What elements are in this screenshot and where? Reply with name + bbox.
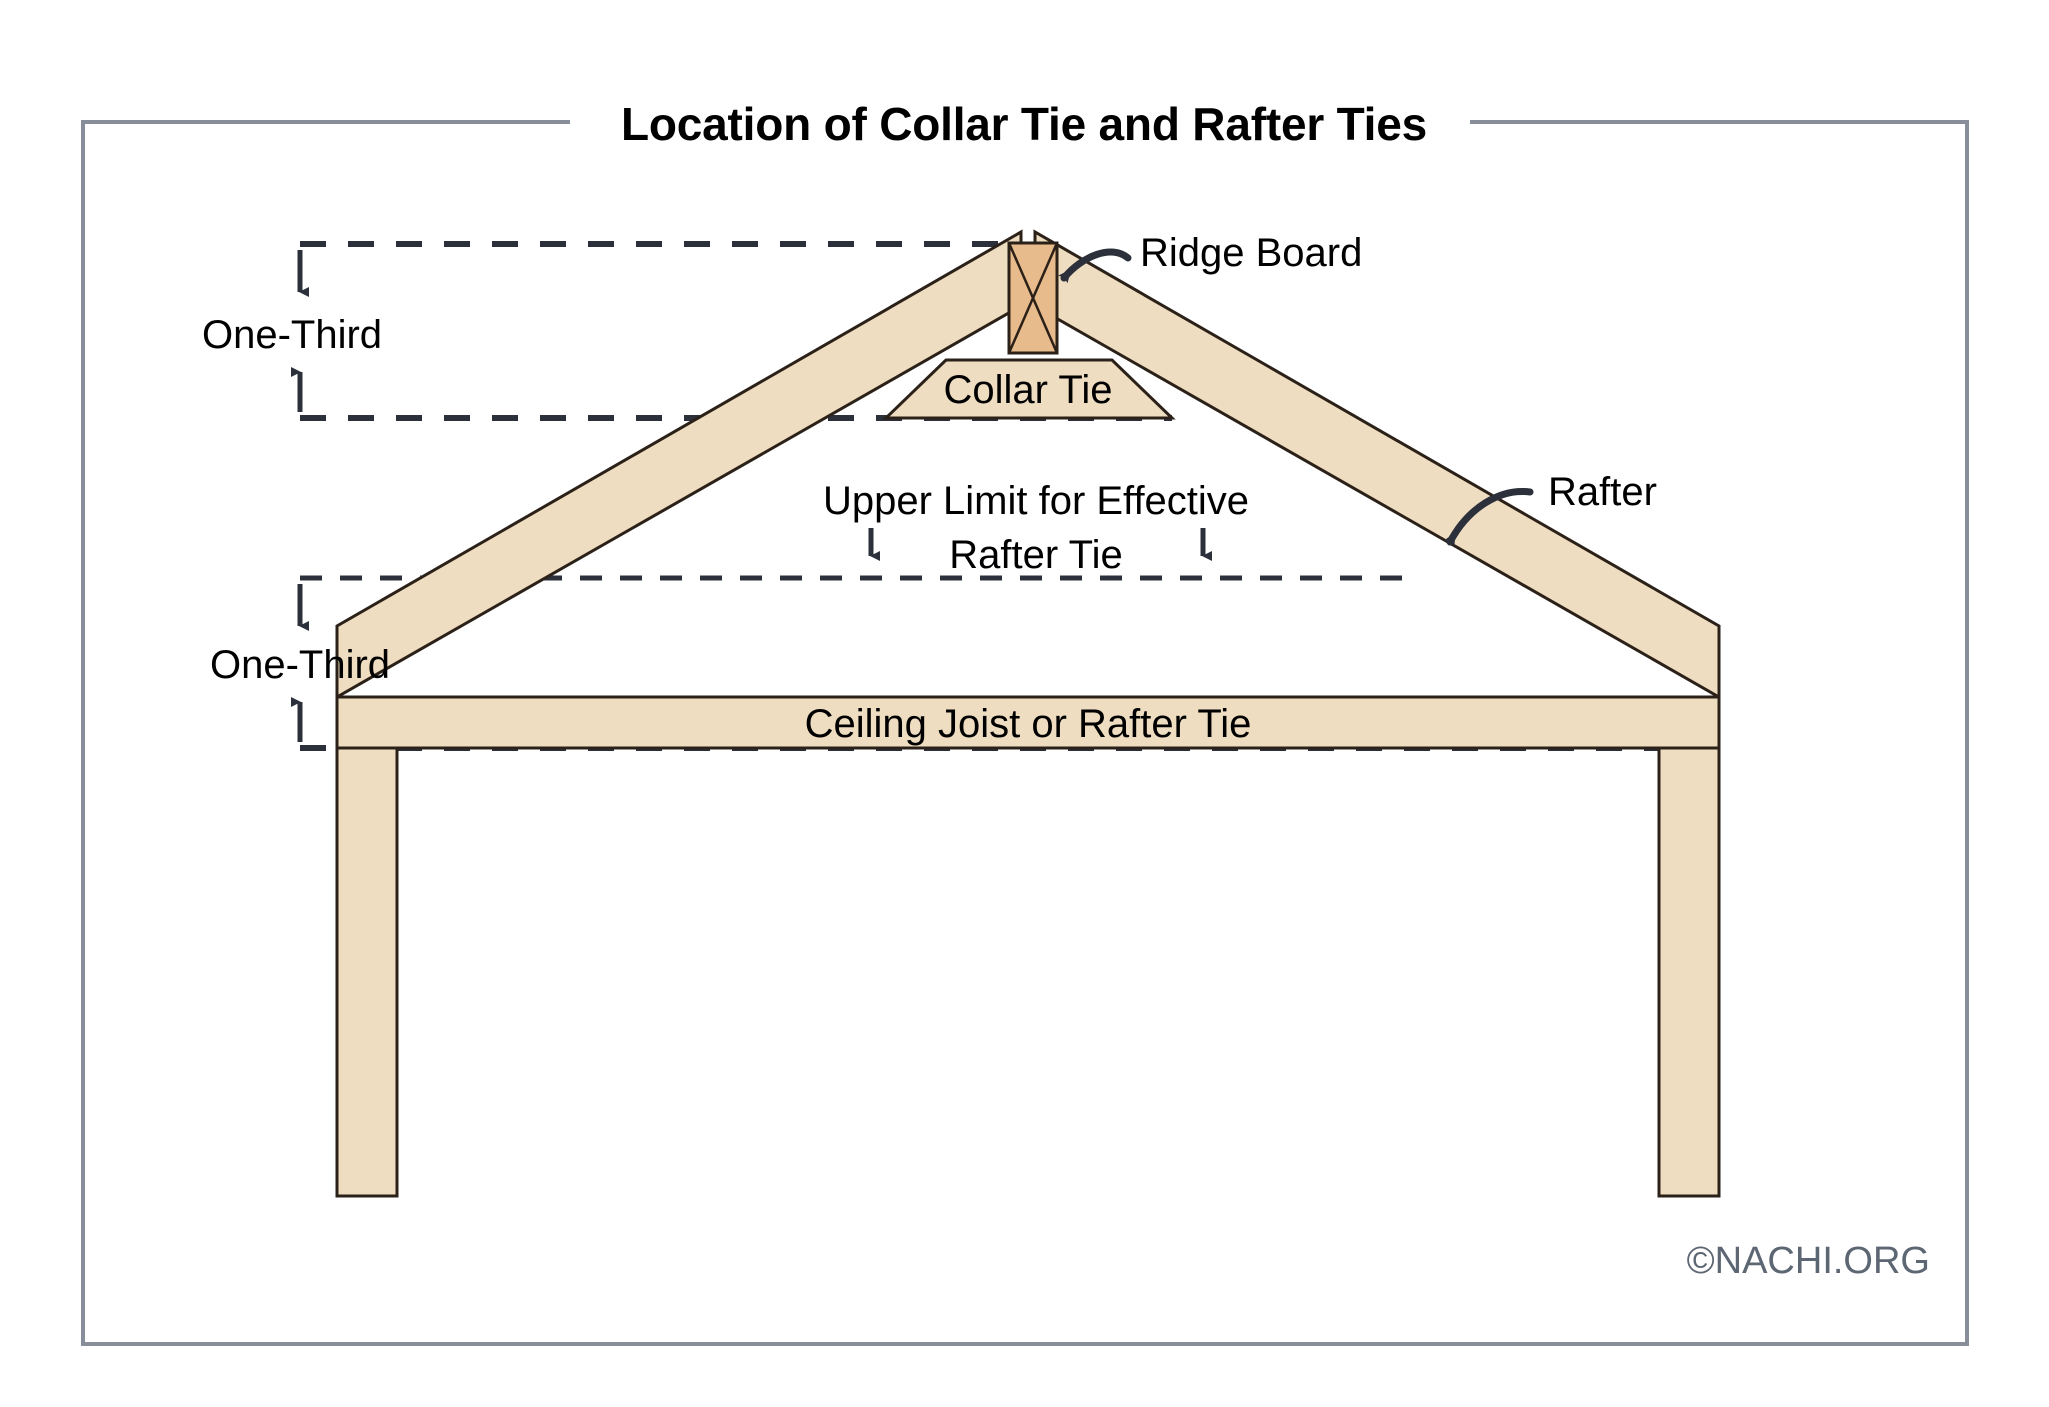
one-third-lower-label: One-Third bbox=[210, 643, 390, 687]
right-wall-post bbox=[1657, 746, 1721, 1198]
nachi-credit: ©NACHI.ORG bbox=[1687, 1240, 1930, 1282]
rafter-tie-limit-arrows bbox=[868, 528, 1212, 561]
rafter-leader-arrow bbox=[1443, 488, 1534, 547]
left-rafter bbox=[335, 229, 1023, 700]
ridge-board-member bbox=[1007, 241, 1059, 355]
upper-limit-label-line2: Rafter Tie bbox=[949, 533, 1122, 577]
collar-tie-label: Collar Tie bbox=[944, 368, 1113, 412]
right-rafter bbox=[1033, 229, 1721, 700]
figure-title: Location of Collar Tie and Rafter Ties bbox=[621, 98, 1427, 150]
ceiling-joist-label: Ceiling Joist or Rafter Tie bbox=[805, 702, 1252, 746]
ridge-board-label: Ridge Board bbox=[1140, 231, 1362, 275]
title-gap-mask bbox=[570, 108, 1470, 140]
collar-tie-beam bbox=[882, 358, 1176, 420]
ridge-board-leader-arrow bbox=[1058, 248, 1132, 284]
ceiling-joist-beam bbox=[335, 695, 1721, 750]
rafter-label: Rafter bbox=[1548, 470, 1657, 514]
left-wall-post bbox=[335, 746, 399, 1198]
one-third-upper-label: One-Third bbox=[202, 313, 382, 357]
upper-limit-label-line1: Upper Limit for Effective bbox=[823, 479, 1249, 523]
